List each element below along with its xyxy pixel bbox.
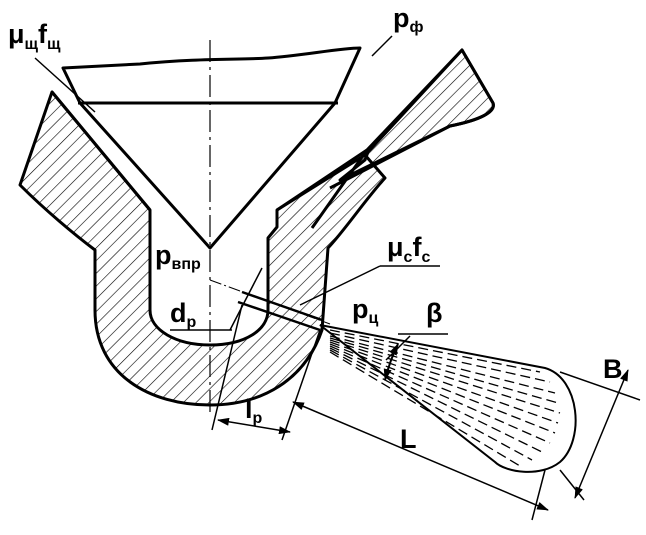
label-p-c: pц bbox=[352, 294, 379, 327]
label-mu-c-f-c: μcfc bbox=[387, 232, 430, 266]
mu-sch-leader bbox=[34, 57, 96, 113]
mu-c-leader-2 bbox=[299, 265, 381, 306]
B-dim-arrow bbox=[574, 369, 629, 499]
L-dim-arrow bbox=[292, 401, 549, 511]
needle-guide-right bbox=[276, 148, 368, 212]
label-l-p: lр bbox=[245, 394, 263, 427]
label-beta: β bbox=[426, 298, 442, 328]
label-p-vpr: pвпр bbox=[155, 240, 201, 273]
beta-leader-diag bbox=[385, 335, 411, 361]
label-B: B bbox=[603, 354, 623, 384]
needle-guide-left bbox=[50, 91, 152, 211]
orifice-edge-2 bbox=[237, 300, 321, 332]
beta-arc bbox=[383, 343, 399, 381]
needle-body bbox=[61, 46, 362, 250]
nozzle-right-wing-hatched bbox=[338, 48, 495, 182]
lp-dim-arrow bbox=[217, 417, 291, 435]
label-p-f: pф bbox=[393, 3, 424, 36]
nozzle-body-hatched bbox=[18, 90, 387, 407]
orifice-axis bbox=[209, 279, 331, 325]
label-mu-sch-f-sch: μщfщ bbox=[8, 19, 61, 53]
label-L: L bbox=[400, 424, 417, 454]
label-d-p: dр bbox=[170, 298, 197, 331]
L-ext-plume bbox=[531, 469, 546, 521]
nozzle-right-wing-outline bbox=[310, 48, 495, 229]
lp-ext-1 bbox=[211, 304, 243, 431]
p-f-leader bbox=[371, 35, 393, 57]
dp-dim-line bbox=[229, 267, 263, 331]
